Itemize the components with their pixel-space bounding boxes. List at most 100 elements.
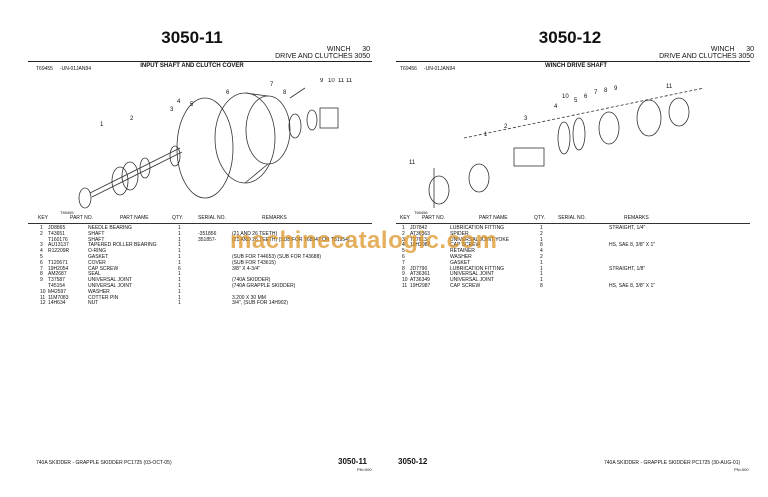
cell-part: T120671	[48, 259, 68, 266]
cell-qty: 2	[540, 230, 543, 237]
cell-qty: 1	[178, 236, 181, 243]
cell-key: 11	[402, 282, 408, 289]
cell-qty: 1	[178, 294, 181, 301]
cell-name: CAP SCREW	[88, 265, 119, 272]
cell-name: SHAFT	[88, 236, 105, 243]
cell-qty: 1	[178, 259, 181, 266]
cell-qty: 6	[178, 265, 181, 272]
table-rule	[396, 223, 750, 224]
col-part-no: PART NO.	[70, 215, 94, 221]
cell-part: T160176	[48, 236, 68, 243]
cell-key: 9	[40, 277, 43, 284]
callout-9: 9	[320, 78, 324, 84]
cell-part: JD7842	[410, 225, 428, 231]
page-number: 3050-12	[538, 28, 602, 47]
col-remarks: REMARKS	[262, 215, 287, 221]
watermark: machinecatalogic.com	[230, 227, 498, 254]
footer-text: 740A SKIDDER - GRAPPLE SKIDDER PC1725 (0…	[36, 460, 172, 466]
cell-name: CAP SCREW	[450, 242, 481, 249]
callout-1: 1	[484, 132, 488, 138]
callout-9: 9	[614, 86, 618, 92]
cell-key: 5	[40, 253, 43, 260]
callout-10: 10	[562, 94, 569, 100]
section-number: 30	[746, 46, 754, 53]
cell-qty: 8	[540, 282, 543, 289]
col-qty: QTY.	[534, 215, 546, 221]
callout-11b: 11	[409, 160, 416, 166]
page-number: 3050-11	[161, 28, 223, 47]
col-part-name: PART NAME	[120, 215, 149, 221]
cell-qty: 2	[540, 253, 543, 260]
figure-id-code: T69456	[400, 66, 417, 72]
cell-part: R12209R	[48, 248, 70, 255]
callout-2: 2	[130, 116, 134, 122]
cell-name: UNIVERSAL JOINT	[450, 277, 494, 284]
col-part-no: PART NO.	[422, 215, 446, 221]
footer-page-number: 3050-12	[398, 457, 428, 466]
cell-key: 10	[40, 288, 46, 295]
right-page: 3050-12 WINCH 30 DRIVE AND CLUTCHES 3050…	[384, 0, 768, 497]
cell-key: 8	[402, 265, 405, 272]
section-name: WINCH	[326, 46, 351, 53]
cell-qty: 4	[540, 248, 543, 255]
footer-sub: PN=000	[357, 467, 372, 472]
cell-key: 6	[402, 253, 405, 260]
cell-remarks: (SUB FOR T44653) (SUB FOR T43688)	[232, 253, 322, 260]
cell-part: T45154	[48, 282, 65, 289]
cell-part: JD7790	[410, 265, 428, 272]
cell-name: SEAL	[88, 271, 101, 278]
callout-5: 5	[574, 98, 578, 104]
cell-remarks: (21 AND 26 TEETH)	[232, 230, 278, 237]
cell-key: 4	[402, 242, 405, 249]
callout-8: 8	[283, 90, 287, 96]
cell-part: T37587	[48, 277, 65, 284]
cell-qty: 1	[178, 277, 181, 284]
cell-qty: 1	[540, 225, 543, 231]
cell-name: O-RING	[88, 248, 107, 255]
cell-name: UNIVERSAL JOINT	[88, 282, 132, 289]
cell-qty: 1	[540, 236, 543, 243]
cell-name: UNIVERSAL JOINT YOKE	[450, 236, 510, 243]
cell-qty: 1	[540, 271, 543, 278]
cell-remarks: (740A GRAPPLE SKIDDER)	[232, 282, 296, 289]
cell-qty: 1	[178, 300, 181, 307]
cell-part: 19H2054	[48, 265, 69, 272]
figure-title: WINCH DRIVE SHAFT	[545, 63, 607, 69]
callout-7: 7	[270, 82, 274, 88]
cell-part: T43651	[48, 230, 65, 237]
cell-name: GASKET	[88, 253, 109, 260]
cell-qty: 1	[178, 225, 181, 231]
section-header: WINCH 30	[327, 46, 370, 53]
figure-id: T69455 -UN-01JAN94	[36, 66, 91, 72]
cell-key: 1	[40, 225, 43, 231]
section-name: WINCH	[710, 46, 735, 53]
subsection-header: DRIVE AND CLUTCHES 3050	[275, 53, 370, 60]
header-rule	[28, 61, 372, 62]
callout-4: 4	[177, 99, 181, 105]
subsection-header: DRIVE AND CLUTCHES 3050	[659, 53, 754, 60]
callout-11: 11	[666, 84, 673, 90]
cell-part: 11M7083	[48, 294, 69, 301]
figure-id-date: -UN-01JAN94	[423, 66, 456, 72]
figure-id-code: T69455	[36, 66, 53, 72]
cell-remarks: (21 AND 26 TEETH) (SUB FOR T68947 OR T81…	[232, 236, 350, 243]
cell-name: SPIDER	[450, 230, 469, 237]
cell-part: 14H634	[48, 300, 66, 307]
cell-name: SHAFT	[88, 230, 105, 237]
cell-qty: 1	[540, 265, 543, 272]
cell-serial: 351857-	[198, 236, 217, 243]
cell-name: CAP SCREW	[450, 282, 481, 289]
callout-8: 8	[604, 88, 608, 94]
cell-key: 5	[402, 248, 405, 255]
